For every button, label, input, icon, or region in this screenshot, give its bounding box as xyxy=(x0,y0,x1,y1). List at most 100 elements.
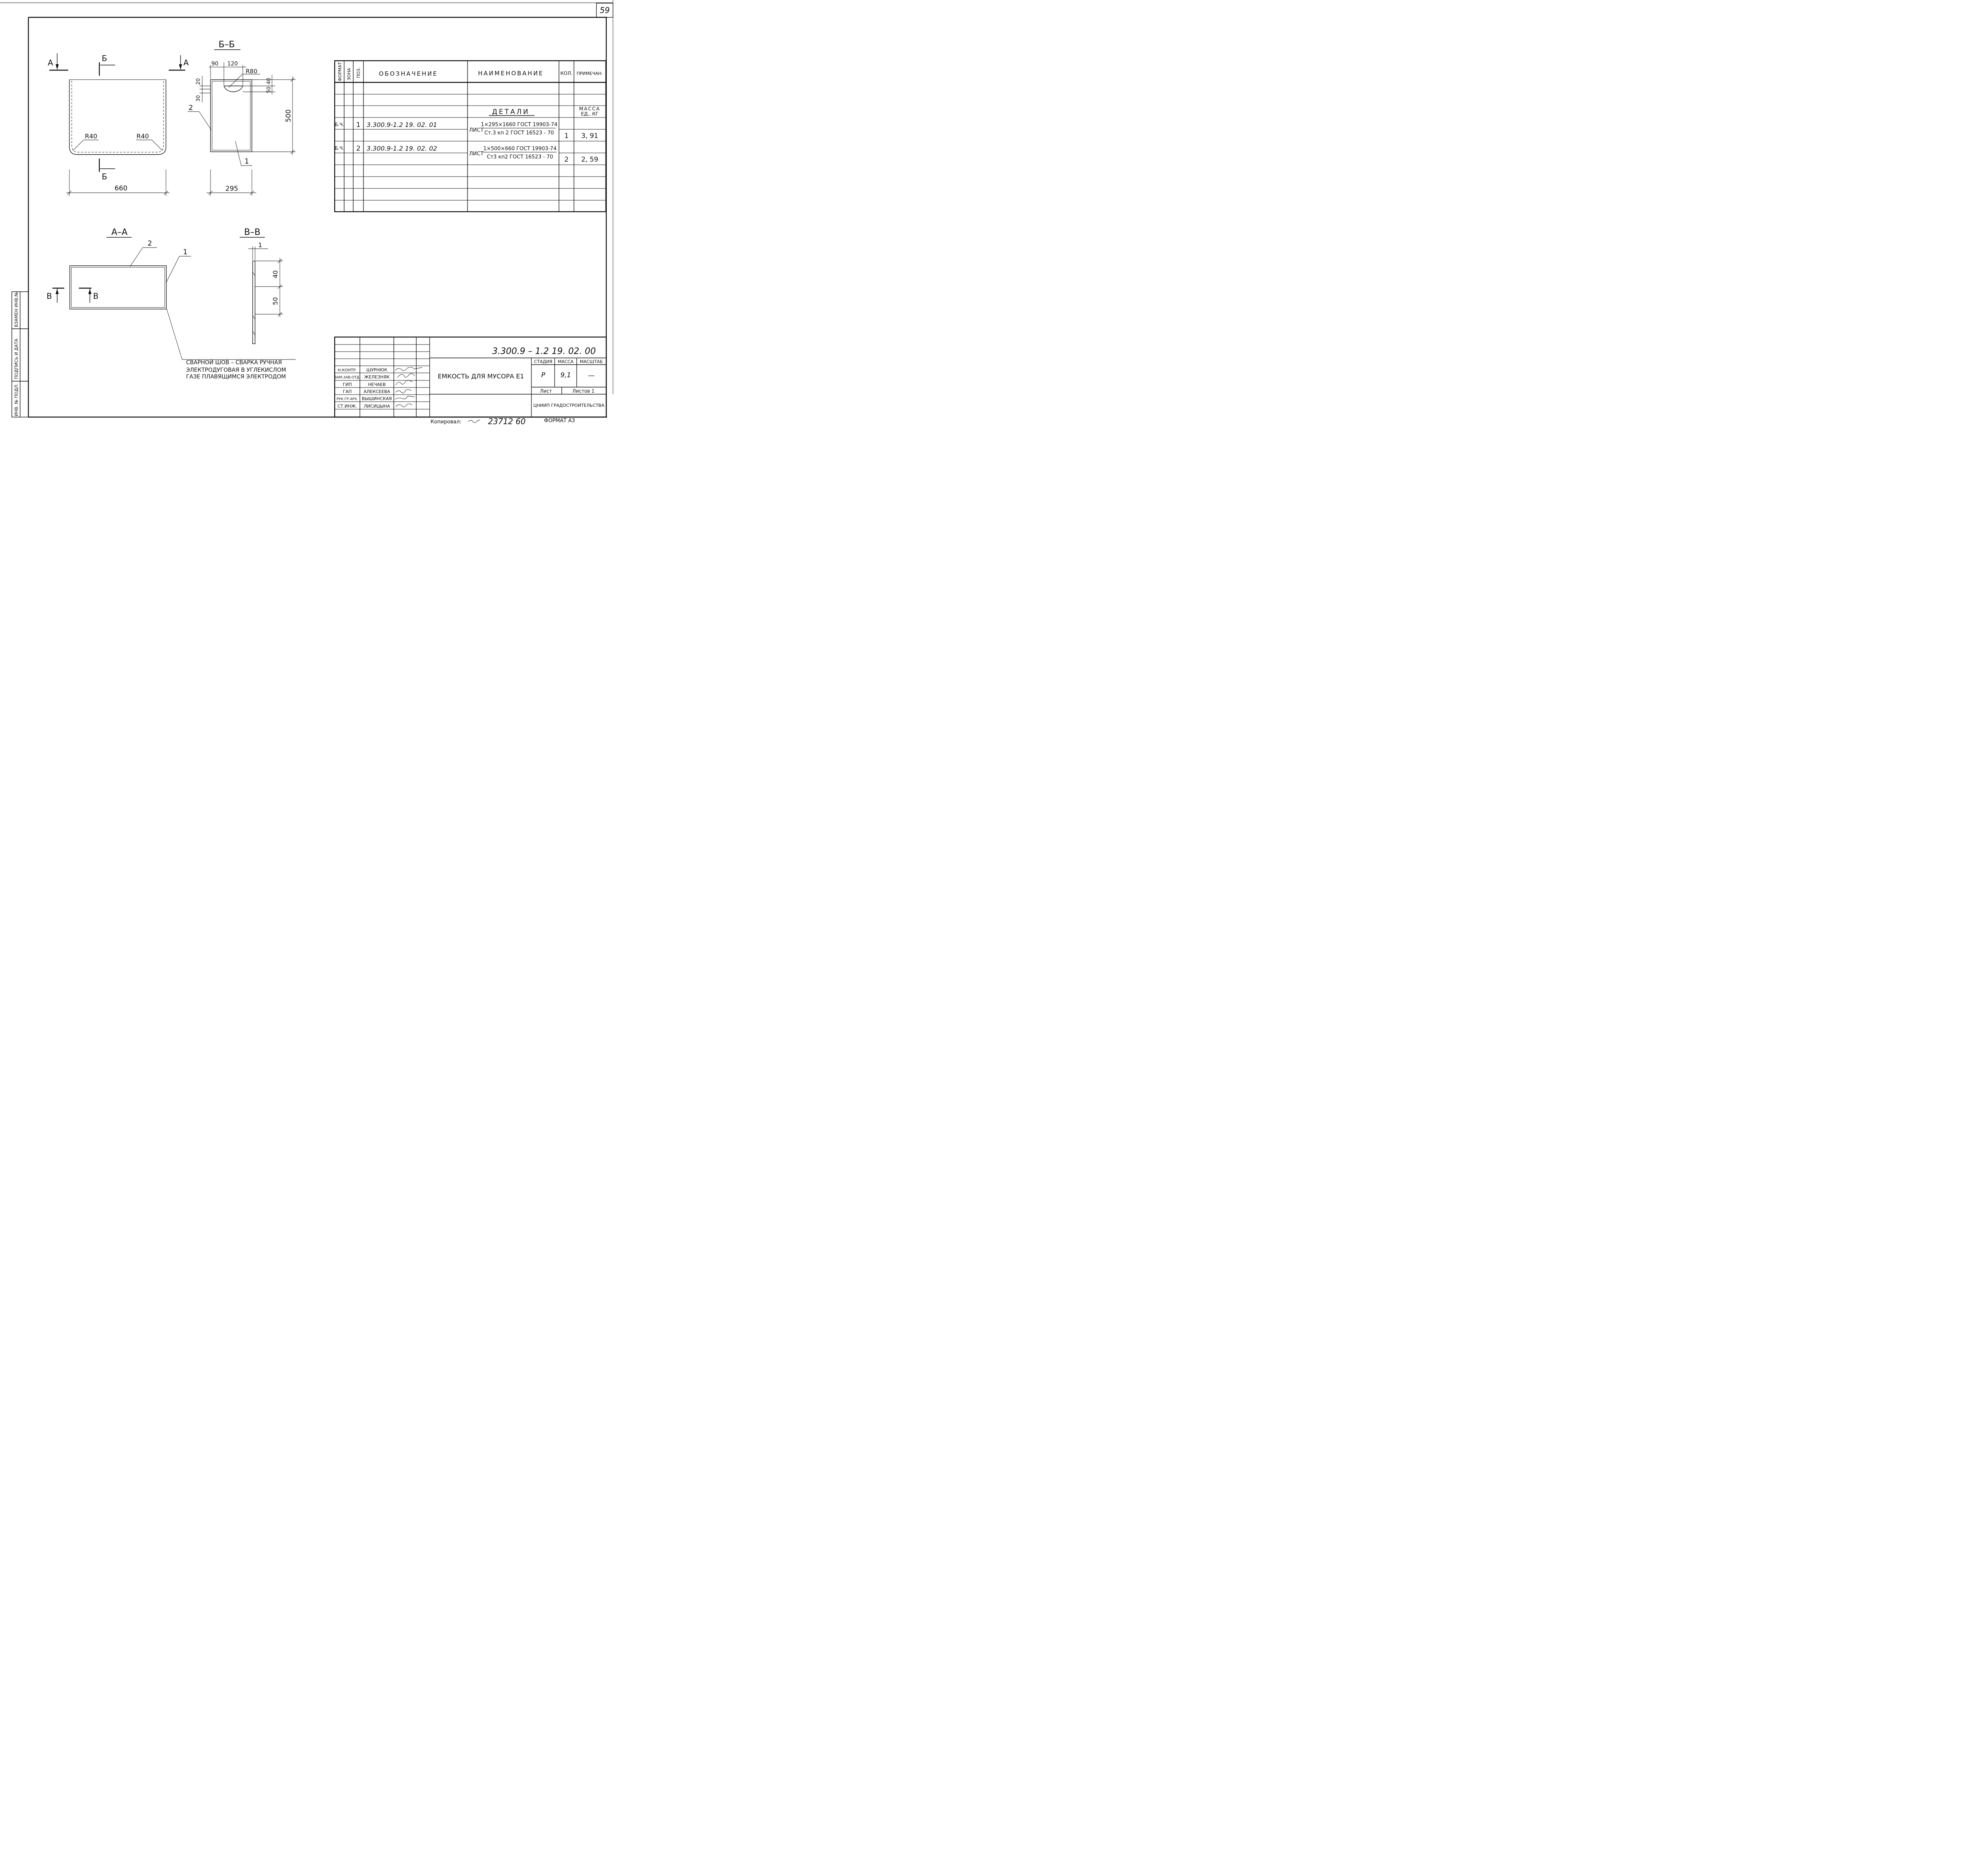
dim-660: 660 xyxy=(115,184,127,192)
hdr-designation: ОБОЗНАЧЕНИЕ xyxy=(379,70,438,77)
signer-row-2: ЗАМ.ЗАВ.ОТД. ЖЕЛЕЗНЯК xyxy=(334,374,390,380)
signer-role: ГАП xyxy=(343,389,352,394)
cut-b-top: Б xyxy=(102,54,107,63)
dim-90: 90 xyxy=(211,61,218,67)
spec-row-1: Б.Ч. 1 3.300.9-1.2 19. 02. 01 ЛИСТ 1×295… xyxy=(335,121,598,140)
dim-295: 295 xyxy=(225,185,238,193)
row2-material-bottom: Ст3 кп2 ГОСТ 16523 - 70 xyxy=(487,154,553,160)
mass-value: 9,1 xyxy=(560,371,571,379)
stage-value: Р xyxy=(541,371,546,379)
signer-row-4: ГАП АЛЕКСЕЕВА xyxy=(343,389,390,394)
section-bb-title: Б–Б xyxy=(218,40,235,50)
weld-note-line2: ЭЛЕКТРОДУГОВАЯ В УГЛЕКИСЛОМ xyxy=(186,367,286,373)
row2-pos: 2 xyxy=(356,145,361,153)
signer-role: ЗАМ.ЗАВ.ОТД. xyxy=(334,376,360,380)
signer-name: ЖЕЛЕЗНЯК xyxy=(364,374,390,380)
row1-material-top: 1×295×1660 ГОСТ 19903-74 xyxy=(481,122,557,128)
vv-dim-50: 50 xyxy=(272,297,279,305)
spec-table: ФОРМАТ ЗОНА ПОЗ. ОБОЗНАЧЕНИЕ НАИМЕНОВАНИ… xyxy=(334,60,607,212)
hdr-note: ПРИМЕЧАН. xyxy=(577,71,603,76)
dim-20: 20 xyxy=(196,78,201,85)
mass-header-1: МАССА xyxy=(579,106,600,112)
footer: Копировал: 23712 60 ФОРМАТ А3 xyxy=(430,417,575,426)
section-vv-title: В–В xyxy=(244,227,260,237)
hdr-pos: ПОЗ. xyxy=(356,67,361,78)
doc-title: ЕМКОСТЬ ДЛЯ МУСОРА Е1 xyxy=(438,373,524,380)
signature-scribbles xyxy=(395,367,423,407)
vv-dim-1: 1 xyxy=(258,241,262,249)
section-vv: В–В 1 40 50 xyxy=(240,227,283,344)
row1-mass: 3, 91 xyxy=(581,132,598,140)
signer-role: РУК.ГР.АРХ. xyxy=(337,397,358,401)
format-label: ФОРМАТ А3 xyxy=(544,418,575,424)
scale-value: — xyxy=(588,372,595,380)
row1-qty: 1 xyxy=(564,132,569,140)
margin-stamps: ИНВ. № ПОДЛ. ПОДПИСЬ И ДАТА ВЗАМЕН ИНВ.№ xyxy=(11,291,29,417)
signer-role: Н.КОНТР. xyxy=(338,368,357,373)
org-name: ЦНИИП ГРАДОСТРОИТЕЛЬСТВА xyxy=(533,403,605,408)
cut-v-left: В xyxy=(47,291,52,301)
row2-format: Б.Ч. xyxy=(335,145,344,151)
dim-500: 500 xyxy=(285,110,292,122)
stage-label: СТАДИЯ xyxy=(534,359,552,364)
signer-name: ЛИСИЦЫНА xyxy=(364,404,390,409)
hdr-name: НАИМЕНОВАНИЕ xyxy=(478,70,544,77)
copied-label: Копировал: xyxy=(430,419,462,425)
sign-date-label: ПОДПИСЬ И ДАТА xyxy=(14,339,19,379)
signer-name: АЛЕКСЕЕВА xyxy=(363,389,390,394)
weld-note-line1: СВАРНОЙ ШОВ – СВАРКА РУЧНАЯ xyxy=(186,359,282,366)
copy-numbers: 23712 60 xyxy=(488,417,525,426)
row2-mass: 2, 59 xyxy=(581,156,598,164)
hdr-format: ФОРМАТ xyxy=(337,62,343,81)
aa-callout-pos2: 2 xyxy=(147,239,152,248)
title-block: 3.300.9 – 1.2 19. 02. 00 ЕМКОСТЬ ДЛЯ МУС… xyxy=(334,336,607,418)
mass-header-2: ЕД., КГ xyxy=(581,111,598,117)
replace-inv-label: ВЗАМЕН ИНВ.№ xyxy=(14,292,19,327)
sheet-number: 59 xyxy=(600,6,609,15)
row2-qty: 2 xyxy=(564,156,569,164)
row1-material-prefix: ЛИСТ xyxy=(469,127,484,133)
dim-30: 30 xyxy=(196,95,201,102)
vv-dim-40: 40 xyxy=(272,270,279,278)
signer-row-3: ГИП НЕЧАЕВ xyxy=(343,382,386,387)
signer-name: НЕЧАЕВ xyxy=(368,382,386,387)
sheets-label: Листов 1 xyxy=(572,388,594,394)
section-bb: Б–Б 90 120 R80 20 30 40 50 xyxy=(188,40,296,196)
sheet-number-box xyxy=(596,3,613,18)
signer-row-6: СТ.ИНЖ. ЛИСИЦЫНА xyxy=(337,404,390,409)
section-aa: А–А В В 2 1 СВАРНОЙ ШОВ – СВАРКА РУЧНАЯ … xyxy=(47,227,296,380)
dim-40: 40 xyxy=(266,78,272,84)
row1-format: Б.Ч. xyxy=(335,122,344,127)
row1-pos: 1 xyxy=(356,121,361,129)
signer-row-5: РУК.ГР.АРХ. ВЫШИНСКАЯ xyxy=(337,396,392,401)
radius-right: R40 xyxy=(136,132,149,140)
weld-note-line3: ГАЗЕ ПЛАВЯЩИМСЯ ЭЛЕКТРОДОМ xyxy=(186,374,286,380)
hdr-qty: КОЛ. xyxy=(561,71,573,76)
aa-callout-pos1: 1 xyxy=(183,248,187,256)
inv-sub-label: ИНВ. № ПОДЛ. xyxy=(14,384,19,416)
hdr-zone: ЗОНА xyxy=(347,68,352,80)
sheet-label: Лист xyxy=(540,388,552,394)
callout-pos1: 1 xyxy=(244,157,249,166)
row2-material-top: 1×500×660 ГОСТ 19903-74 xyxy=(483,146,557,152)
signer-role: ГИП xyxy=(343,382,352,387)
cut-b-bottom: Б xyxy=(102,172,107,181)
scale-label: МАСШТАБ xyxy=(580,359,603,364)
cut-v-right: В xyxy=(93,291,99,301)
dim-r80: R80 xyxy=(246,68,257,75)
mass-label: МАССА xyxy=(558,359,574,364)
spec-row-2: Б.Ч. 2 3.300.9-1.2 19. 02. 02 ЛИСТ 1×500… xyxy=(335,145,598,164)
row2-material-prefix: ЛИСТ xyxy=(469,151,484,157)
callout-pos2: 2 xyxy=(188,104,193,112)
section-details: ДЕТАЛИ xyxy=(492,108,530,116)
doc-code: 3.300.9 – 1.2 19. 02. 00 xyxy=(492,347,596,356)
row1-material-bottom: Ст.3 кп 2 ГОСТ 16523 - 70 xyxy=(484,130,554,136)
section-aa-title: А–А xyxy=(111,227,127,237)
dim-50: 50 xyxy=(266,86,272,93)
signer-role: СТ.ИНЖ. xyxy=(337,404,357,409)
radius-left: R40 xyxy=(85,132,97,140)
cut-a-left: А xyxy=(48,58,53,67)
row2-designation: 3.300.9-1.2 19. 02. 02 xyxy=(367,145,437,152)
signer-name: ВЫШИНСКАЯ xyxy=(362,396,392,401)
signer-row-1: Н.КОНТР. ШУРНЮК xyxy=(338,367,387,373)
